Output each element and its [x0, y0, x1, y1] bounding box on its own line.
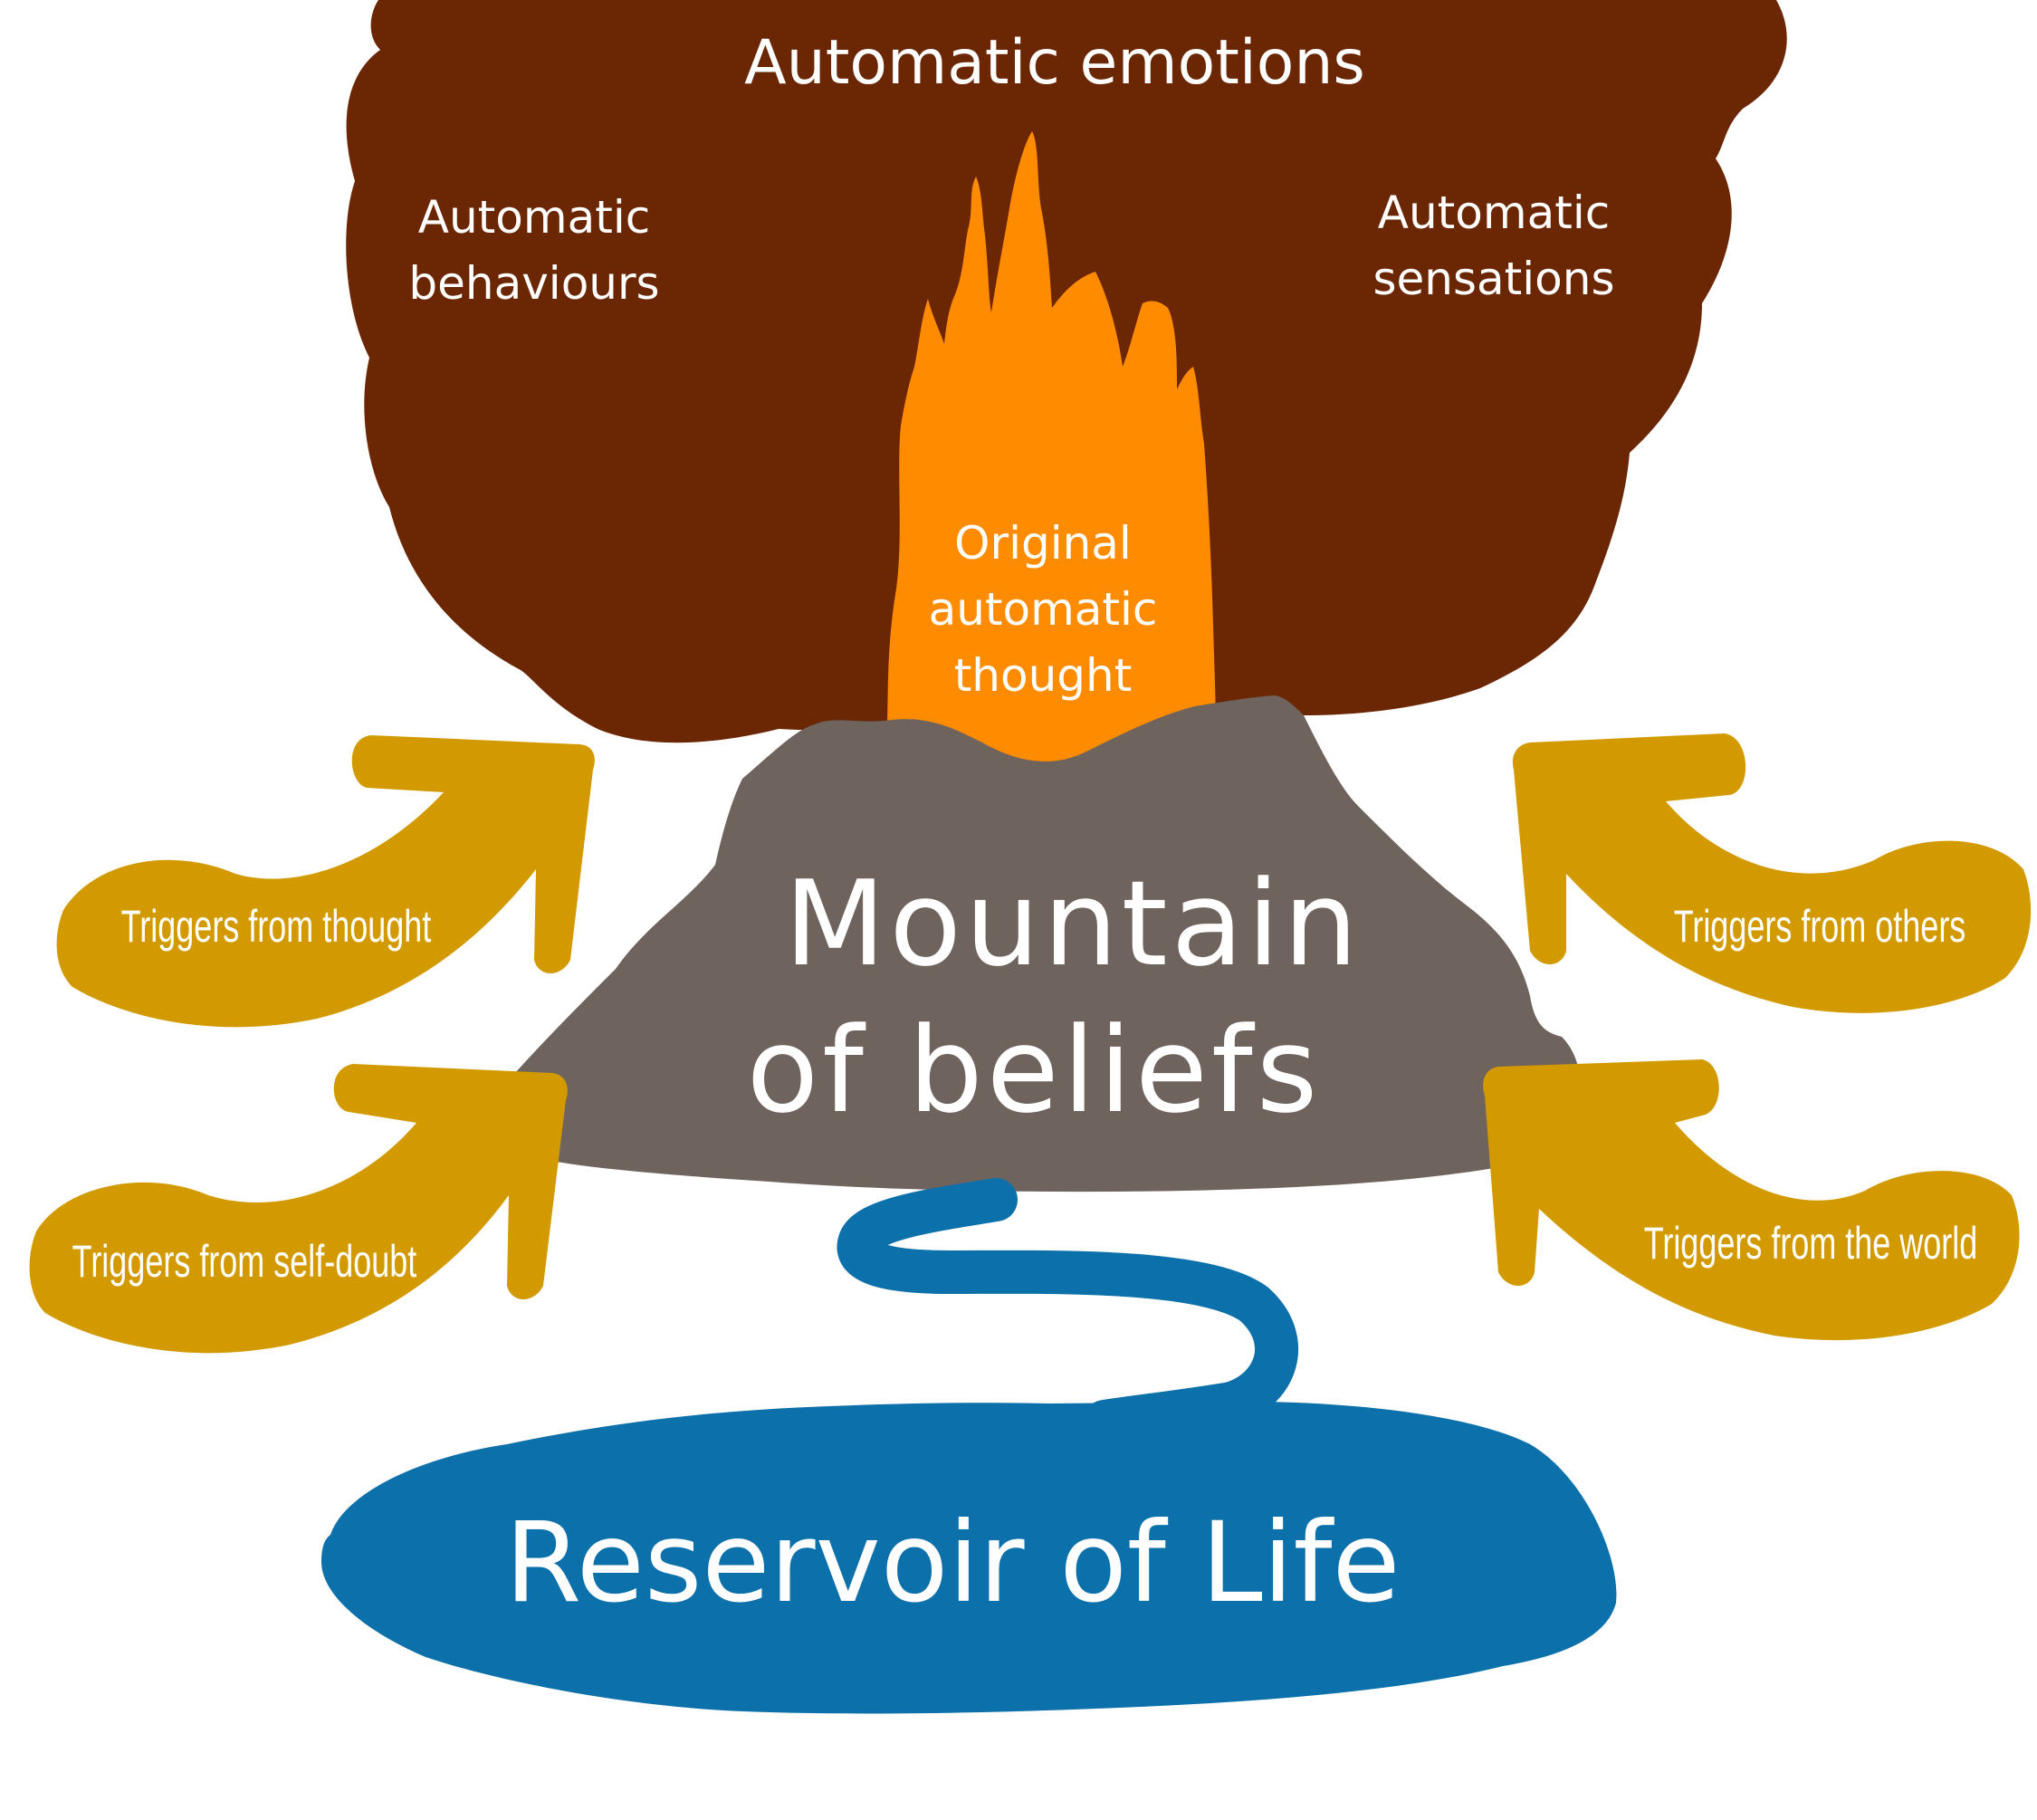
label-original-line3: thought: [954, 649, 1133, 702]
label-automatic-sensations-line2: sensations: [1372, 253, 1614, 305]
stream-shape: [837, 1178, 1298, 1443]
label-automatic-emotions: Automatic emotions: [744, 27, 1365, 99]
label-mountain-line2: of beliefs: [747, 1001, 1322, 1139]
label-triggers-self-doubt: Triggers from self-doubt: [72, 1237, 417, 1287]
arrow-world-shape: [1483, 1059, 2020, 1341]
label-automatic-behaviours-line2: behaviours: [408, 257, 659, 310]
fire-flame: [883, 131, 1216, 779]
label-triggers-others: Triggers from others: [1674, 902, 1966, 952]
mountain: [507, 695, 1580, 1193]
label-reservoir-of-life: Reservoir of Life: [504, 1499, 1400, 1627]
reservoir: [321, 1402, 1617, 1714]
reservoir-shape: [321, 1402, 1617, 1714]
arrow-others: [1512, 733, 2032, 1013]
arrow-thought: [56, 735, 595, 1028]
arrow-world: [1483, 1059, 2020, 1341]
arrow-self-doubt: [29, 1064, 568, 1354]
label-automatic-sensations-line1: Automatic: [1378, 187, 1610, 239]
label-triggers-thought: Triggers from thought: [121, 902, 432, 952]
arrow-others-shape: [1512, 733, 2032, 1013]
stream: [837, 1178, 1298, 1443]
label-original-line2: automatic: [929, 583, 1158, 636]
label-original-line1: Original: [954, 517, 1132, 570]
label-triggers-world: Triggers from the world: [1644, 1219, 1978, 1269]
arrow-self-doubt-shape: [29, 1064, 568, 1354]
label-mountain-line1: Mountain: [784, 855, 1362, 992]
flame-shape: [883, 131, 1216, 779]
mountain-shape: [507, 695, 1580, 1193]
arrow-thought-shape: [56, 735, 595, 1028]
label-automatic-behaviours-line1: Automatic: [418, 191, 650, 244]
